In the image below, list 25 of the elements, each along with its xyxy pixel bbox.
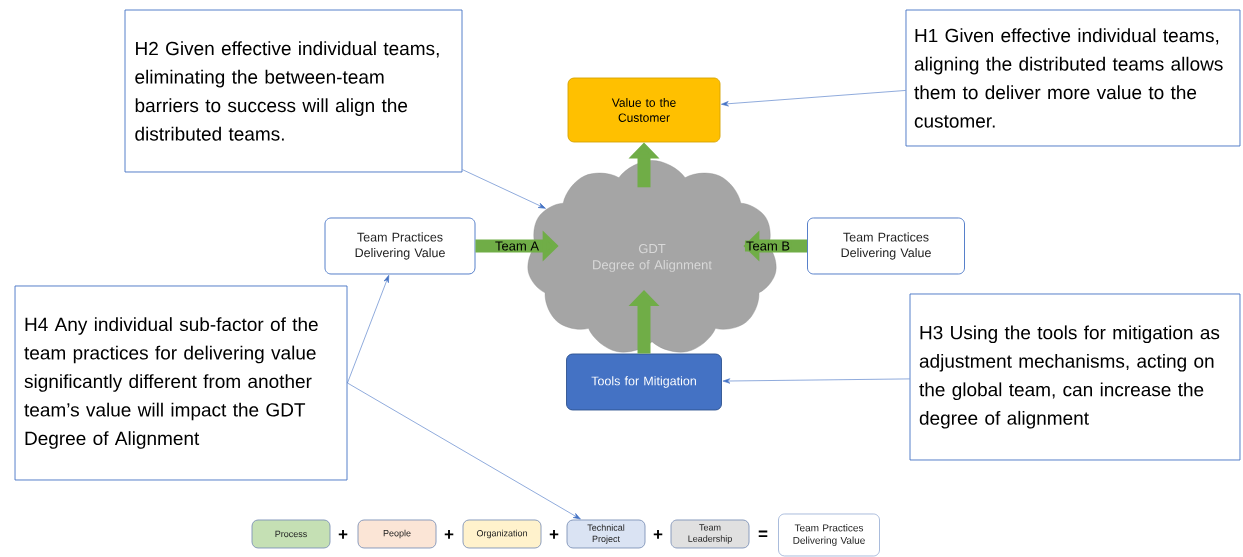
operator-sign: + — [549, 530, 559, 539]
operator-sign: + — [444, 530, 454, 539]
arrow — [347, 382, 581, 520]
factor-box: Process — [251, 519, 331, 549]
process-box: Team Practices Delivering Value — [807, 217, 965, 275]
hypothesis-box: H4 Any individual sub-factor of the team practices for delivering value significantly different from another team’s value will impact the GDT Degree of Alignment — [14, 285, 348, 481]
edge-label: Team B — [744, 240, 792, 252]
process-box: Tools for Mitigation — [566, 353, 722, 411]
hypothesis-box: H3 Using the tools for mitigation as adjustment mechanisms, acting on the global team, can increase the degree of alignment — [909, 293, 1241, 461]
arrow — [722, 378, 910, 384]
result-box: Team Practices Delivering Value — [778, 513, 880, 557]
process-box: Team Practices Delivering Value — [324, 217, 476, 275]
arrow — [721, 90, 906, 107]
factor-box: Technical Project — [566, 519, 646, 549]
process-box: Value to the Customer — [567, 77, 721, 143]
hypothesis-box: H2 Given effective individual teams, eliminating the between-team barriers to success will align the distributed teams. — [124, 9, 463, 173]
arrow — [462, 169, 546, 209]
factor-box: People — [357, 519, 437, 549]
operator-sign: + — [653, 530, 663, 539]
factor-box: Team Leadership — [670, 519, 750, 549]
operator-sign: + — [338, 530, 348, 539]
factor-box: Organization — [462, 519, 542, 549]
hypothesis-box: H1 Given effective individual teams, aligning the distributed teams allows them to deliver more value to the customer. — [905, 9, 1241, 147]
operator-sign: = — [758, 530, 768, 537]
arrow — [347, 275, 390, 384]
